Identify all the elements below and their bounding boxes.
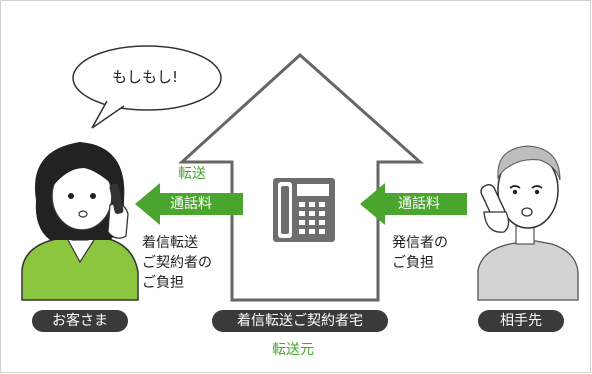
left-note-line-1: 着信転送 <box>142 235 198 251</box>
customer-label: お客さま <box>32 310 128 332</box>
right-note-line-2: ご負担 <box>392 255 434 271</box>
house-sub-label: 転送元 <box>272 342 314 358</box>
left-note-line-2: ご契約者の <box>142 255 212 271</box>
right-note-line-1: 発信者の <box>392 235 448 251</box>
speech-bubble-text: もしもし! <box>112 68 179 86</box>
right-arrow <box>360 183 467 225</box>
right-arrow-label: 通話料 <box>398 196 440 212</box>
house-label: 着信転送ご契約者宅 <box>212 310 388 332</box>
caller-label: 相手先 <box>478 310 564 332</box>
left-arrow-label: 通話料 <box>170 196 212 212</box>
speech-bubble <box>72 45 222 129</box>
forward-label: 転送 <box>178 166 206 182</box>
phone-icon <box>273 178 335 242</box>
customer-illustration <box>21 142 139 301</box>
left-note-line-3: ご負担 <box>142 275 184 291</box>
caller-illustration <box>477 145 579 301</box>
house-outline <box>178 52 424 302</box>
left-arrow <box>135 183 243 225</box>
